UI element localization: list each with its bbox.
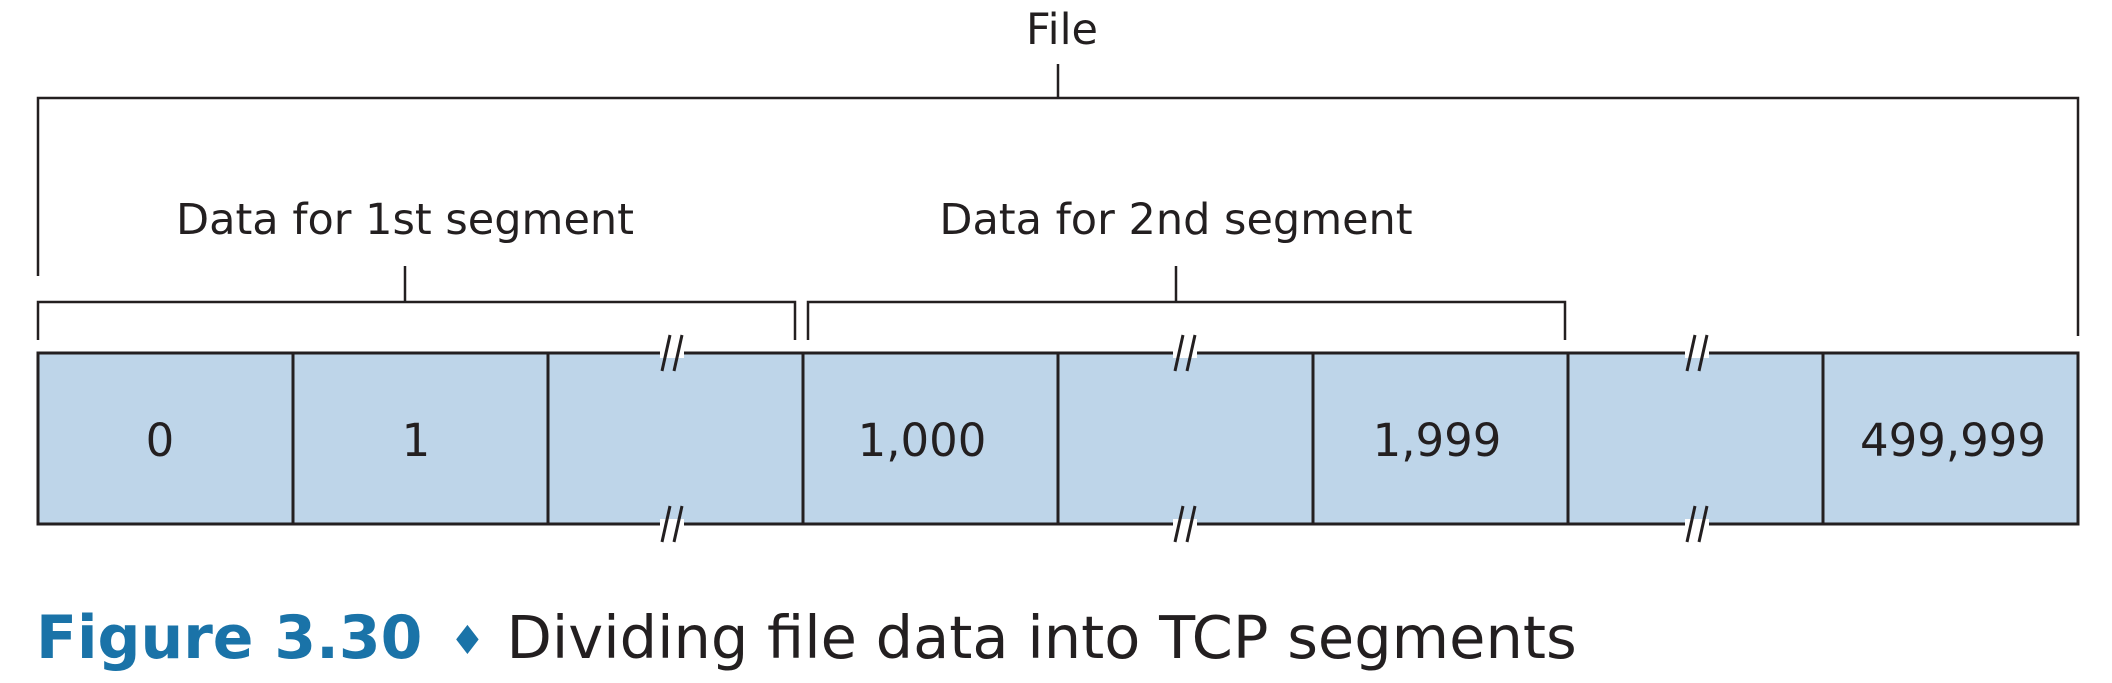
break-mark-top [660,334,684,372]
break-mark-bottom [1685,505,1709,543]
byte-cell [36,351,295,526]
break-mark-top [1173,334,1197,372]
byte-cell [1056,351,1315,526]
segment2-label: Data for 2nd segment [939,195,1412,245]
file-label: File [1026,5,1098,55]
segment2-bracket [806,300,1567,340]
cell-label: 1,999 [1373,414,1502,467]
caption-text: Dividing file data into TCP segments [506,603,1576,672]
byte-cell [1821,351,2080,526]
byte-cell [546,351,805,526]
byte-cell [1311,351,1570,526]
cell-label: 0 [146,414,175,467]
byte-cell [801,351,1060,526]
break-marks [660,334,1709,543]
cell-label: 1 [402,414,431,467]
byte-cell [291,351,550,526]
figure-caption: Figure 3.30 ♦ Dividing file data into TC… [36,603,1577,673]
cell-label: 1,000 [858,414,987,467]
segment1-label: Data for 1st segment [176,195,634,245]
break-mark-top [1685,334,1709,372]
cell-label: 499,999 [1860,414,2046,467]
byte-cell [1566,351,1825,526]
break-mark-bottom [660,505,684,543]
segment1-bracket [36,300,797,340]
figure-number: Figure 3.30 [36,603,422,673]
byte-cells: 0 1 1,000 1,999 499,999 [36,351,2080,526]
caption-separator: ♦ [450,618,486,664]
break-mark-bottom [1173,505,1197,543]
